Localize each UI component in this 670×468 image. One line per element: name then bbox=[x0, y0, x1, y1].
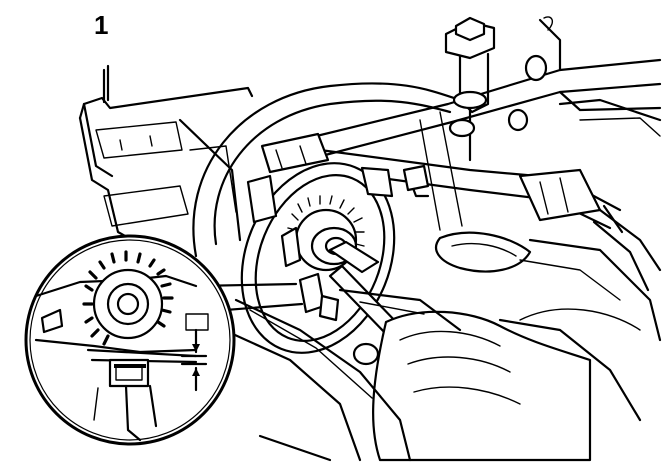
pressure-regulator bbox=[444, 16, 496, 162]
inset-gap-measure bbox=[86, 328, 208, 442]
fittings bbox=[402, 54, 548, 198]
lower-rail bbox=[222, 288, 462, 462]
hose bbox=[192, 82, 462, 258]
tool-and-hand bbox=[328, 231, 641, 462]
engine-frame bbox=[78, 64, 254, 252]
fuel-rail bbox=[298, 16, 662, 231]
step-number: 1 bbox=[94, 10, 109, 40]
detail-inset bbox=[24, 234, 236, 446]
inset-gear bbox=[82, 250, 174, 346]
engine-block-right bbox=[498, 98, 662, 422]
distributor-gear bbox=[280, 195, 380, 322]
electrical-connector bbox=[518, 168, 662, 292]
